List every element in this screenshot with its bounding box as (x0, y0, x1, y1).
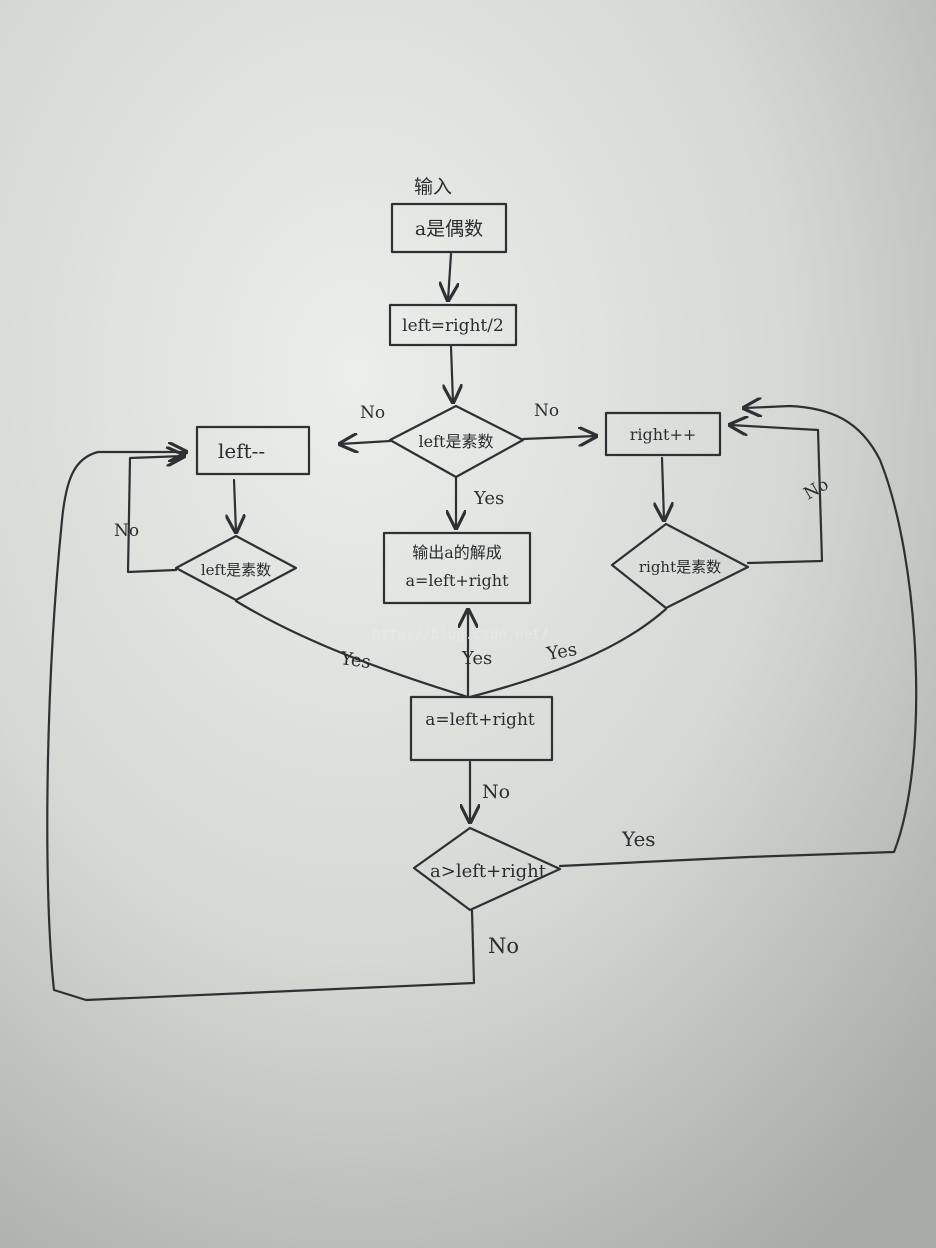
label-d1-yes: Yes (473, 488, 504, 509)
node-check-sum (409, 695, 554, 762)
arrow-right-yes (468, 607, 668, 699)
decision-left-prime-2-label: left是素数 (201, 561, 271, 579)
node-a-even-label: a是偶数 (415, 218, 483, 240)
node-right-increment (604, 411, 722, 457)
label-check-no: No (482, 781, 510, 803)
node-check-sum-label: a=left+right (425, 710, 535, 730)
node-output-line2: a=left+right (405, 571, 509, 590)
node-output (382, 531, 532, 605)
arrow-left-dec-down (234, 478, 236, 532)
arrow-right-inc-down (662, 456, 664, 520)
loop-left-no (126, 456, 184, 574)
loop-final-no (46, 452, 476, 1002)
label-left-no: No (114, 521, 139, 541)
loop-final-yes (558, 406, 918, 868)
arrow-n1-n2 (448, 252, 451, 300)
decision-a-greater (412, 826, 562, 912)
loop-right-no (730, 425, 824, 565)
watermark-text: http://blog.csdn.net/ (372, 627, 549, 643)
node-left-decrement-label: left-- (218, 439, 265, 463)
label-d1-no-left: No (360, 403, 385, 423)
arrow-n2-d1 (451, 345, 453, 402)
decision-right-prime-label: right是素数 (639, 558, 721, 576)
node-left-init (388, 303, 518, 347)
arrow-d1-left (340, 441, 392, 444)
node-a-even (390, 202, 508, 254)
arrow-left-yes (234, 599, 470, 699)
label-d1-no-right: No (534, 401, 559, 421)
node-left-init-label: left=right/2 (402, 316, 504, 336)
input-label: 输入 (414, 176, 452, 198)
node-output-line1: 输出a的解成 (412, 543, 502, 562)
label-output-yes: Yes (461, 648, 492, 669)
decision-a-greater-label: a>left+right (430, 861, 547, 882)
label-final-yes: Yes (621, 827, 656, 851)
label-final-no: No (488, 934, 519, 958)
node-right-increment-label: right++ (630, 425, 697, 444)
label-left-yes: Yes (338, 648, 372, 673)
decision-left-prime-label: left是素数 (419, 432, 494, 451)
arrow-d1-right (521, 436, 596, 439)
node-left-decrement (195, 425, 311, 476)
